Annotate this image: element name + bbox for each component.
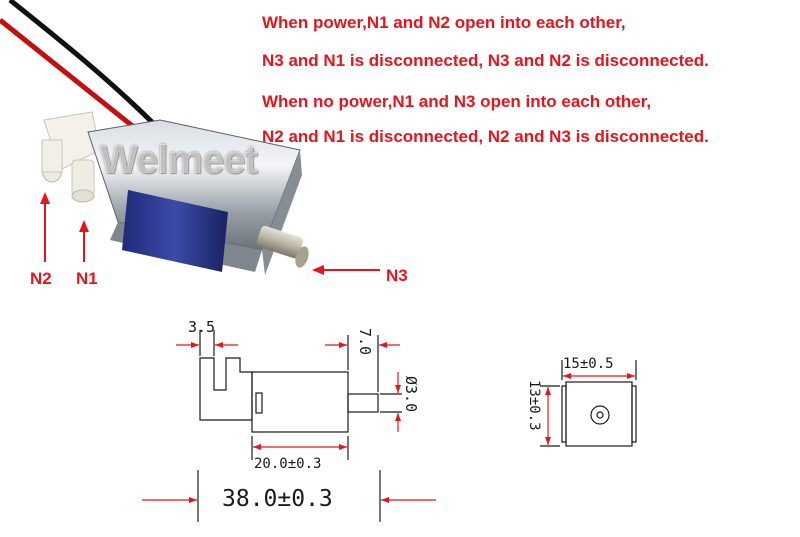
port-label-n2: N2	[30, 269, 52, 288]
n1-arrow-head	[79, 220, 89, 232]
dimension-20-0: 20.0±0.3	[254, 456, 322, 472]
blue-coil	[122, 190, 228, 272]
dimension-7-0: 7.0	[356, 328, 374, 356]
plastic-nozzles	[41, 111, 101, 203]
dimension-diameter-3-0: Ø3.0	[402, 376, 420, 413]
dimension-3-5: 3.5	[188, 318, 216, 336]
dimension-15: 15±0.5	[563, 356, 614, 372]
front-view-left-rail	[561, 385, 567, 443]
power-description-line2: N3 and N1 is disconnected, N3 and N2 is …	[262, 51, 709, 70]
output-pin	[256, 225, 309, 268]
watermark: Welmeet	[100, 138, 258, 182]
no-power-description-line2: N2 and N1 is disconnected, N2 and N3 is …	[262, 127, 709, 146]
dimension-13: 13±0.3	[526, 380, 542, 431]
side-view-nozzle-block	[199, 357, 253, 421]
front-view-port-outer	[590, 405, 610, 425]
front-view-port-inner	[596, 411, 604, 419]
port-label-n3: N3	[386, 266, 408, 285]
side-view-coil-body	[251, 371, 349, 433]
front-view-body	[565, 381, 633, 447]
front-view-right-rail	[631, 385, 637, 443]
no-power-description-line1: When no power,N1 and N3 open into each o…	[262, 92, 652, 111]
n3-arrow-head	[312, 265, 324, 275]
side-view-coil-window	[255, 392, 263, 414]
power-description-line1: When power,N1 and N2 open into each othe…	[262, 13, 626, 32]
dimension-38-0: 38.0±0.3	[222, 486, 333, 512]
port-label-n1: N1	[76, 269, 98, 288]
n2-arrow-head	[40, 192, 50, 204]
side-view-output-pin	[347, 393, 379, 413]
